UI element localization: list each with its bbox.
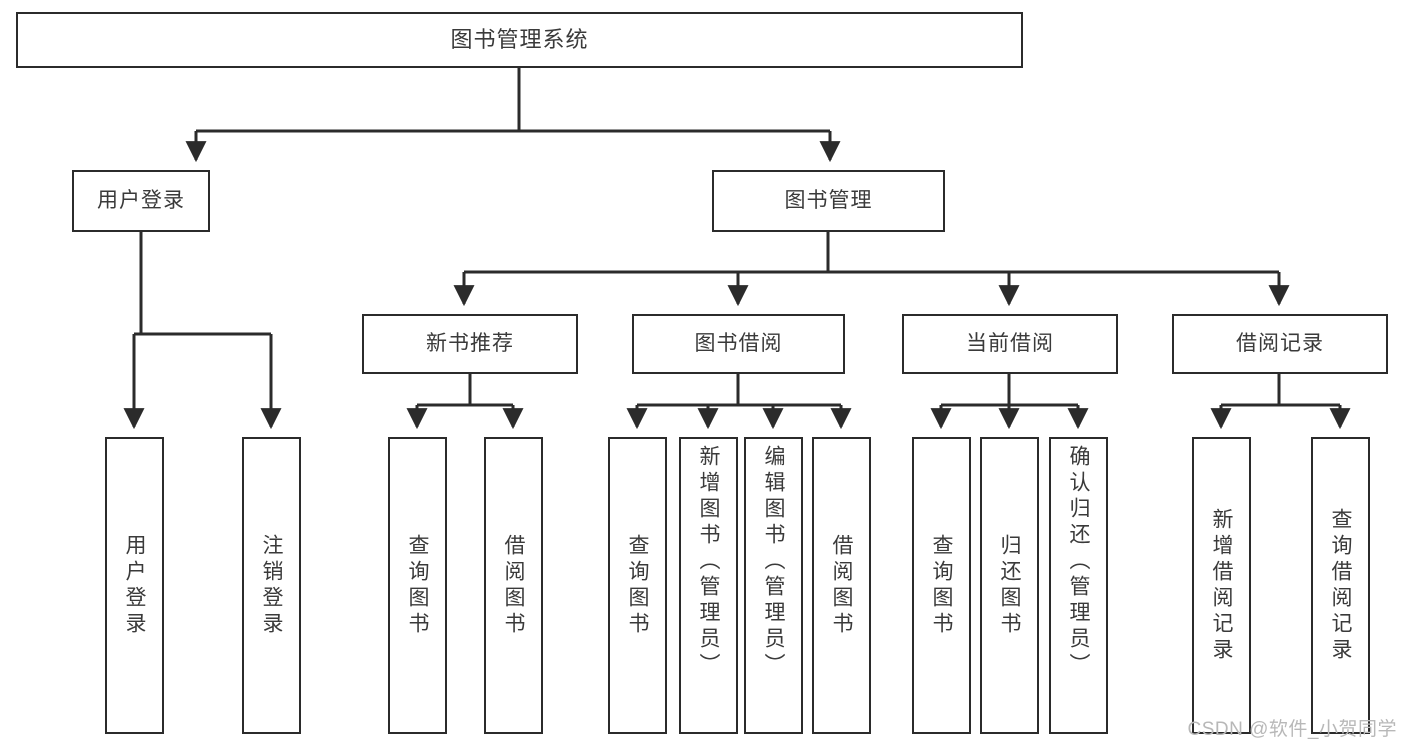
- leaf-borrow-record-2-label: 查询借阅记录: [1329, 507, 1352, 664]
- leaf-current-borrow-3-label: 确认归还（管理员）: [1067, 445, 1090, 679]
- leaf-current-borrow-3[interactable]: 确认归还（管理员）: [1049, 437, 1108, 734]
- node-user-login-label: 用户登录: [97, 189, 185, 213]
- node-current-borrow-label: 当前借阅: [966, 332, 1054, 356]
- leaf-current-borrow-2[interactable]: 归还图书: [980, 437, 1039, 734]
- node-book-borrow-label: 图书借阅: [694, 332, 783, 356]
- leaf-new-book-rec-1[interactable]: 查询图书: [388, 437, 447, 734]
- leaf-borrow-record-1-label: 新增借阅记录: [1210, 507, 1233, 664]
- leaf-user-login-2-label: 注销登录: [260, 533, 283, 638]
- leaf-book-borrow-1[interactable]: 查询图书: [608, 437, 667, 734]
- leaf-current-borrow-2-label: 归还图书: [998, 533, 1021, 638]
- leaf-book-borrow-2-label: 新增图书（管理员）: [697, 445, 720, 679]
- leaf-current-borrow-1[interactable]: 查询图书: [912, 437, 971, 734]
- leaf-current-borrow-1-label: 查询图书: [930, 533, 953, 638]
- leaf-book-borrow-2[interactable]: 新增图书（管理员）: [679, 437, 738, 734]
- node-root-label: 图书管理系统: [450, 26, 589, 52]
- leaf-book-borrow-4-label: 借阅图书: [830, 533, 853, 638]
- node-borrow-record-label: 借阅记录: [1236, 332, 1324, 356]
- node-borrow-record[interactable]: 借阅记录: [1172, 314, 1388, 374]
- node-root[interactable]: 图书管理系统: [16, 12, 1023, 68]
- leaf-book-borrow-3-label: 编辑图书（管理员）: [762, 445, 785, 679]
- leaf-new-book-rec-2-label: 借阅图书: [502, 533, 525, 638]
- leaf-user-login-2[interactable]: 注销登录: [242, 437, 301, 734]
- leaf-user-login-1-label: 用户登录: [123, 533, 146, 638]
- node-book-management-label: 图书管理: [784, 189, 873, 213]
- node-book-borrow[interactable]: 图书借阅: [632, 314, 845, 374]
- node-new-book-recommend[interactable]: 新书推荐: [362, 314, 578, 374]
- leaf-book-borrow-3[interactable]: 编辑图书（管理员）: [744, 437, 803, 734]
- node-book-management[interactable]: 图书管理: [712, 170, 945, 232]
- leaf-new-book-rec-1-label: 查询图书: [406, 533, 429, 638]
- csdn-watermark: CSDN @软件_小贺同学: [1187, 719, 1397, 740]
- leaf-borrow-record-1[interactable]: 新增借阅记录: [1192, 437, 1251, 734]
- node-user-login[interactable]: 用户登录: [72, 170, 210, 232]
- leaf-new-book-rec-2[interactable]: 借阅图书: [484, 437, 543, 734]
- leaf-book-borrow-4[interactable]: 借阅图书: [812, 437, 871, 734]
- leaf-book-borrow-1-label: 查询图书: [626, 533, 649, 638]
- node-current-borrow[interactable]: 当前借阅: [902, 314, 1118, 374]
- leaf-user-login-1[interactable]: 用户登录: [105, 437, 164, 734]
- leaf-borrow-record-2[interactable]: 查询借阅记录: [1311, 437, 1370, 734]
- node-new-book-recommend-label: 新书推荐: [426, 332, 514, 356]
